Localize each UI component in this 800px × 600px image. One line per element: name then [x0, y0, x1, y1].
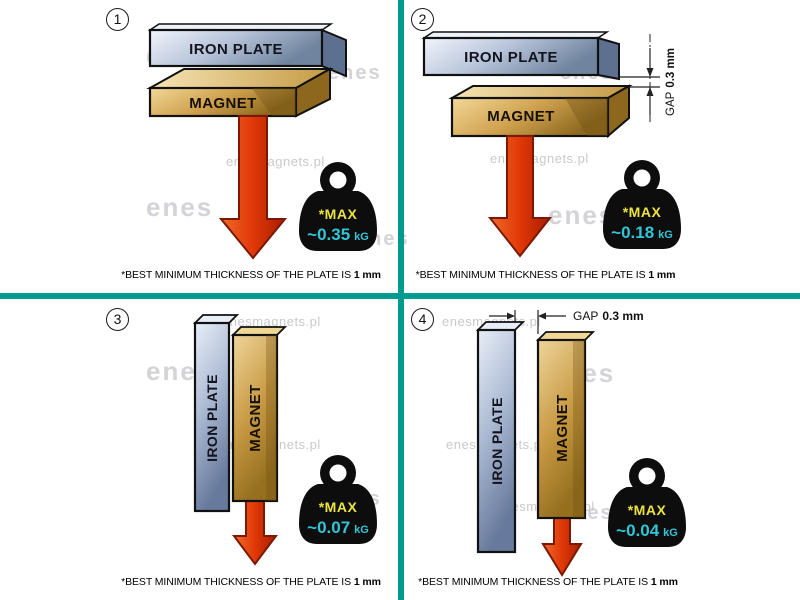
magnet: MAGNET: [448, 84, 633, 139]
iron-plate-label: IRON PLATE: [489, 397, 505, 485]
caption-text: *BEST MINIMUM THICKNESS OF THE PLATE IS: [121, 576, 351, 588]
caption: *BEST MINIMUM THICKNESS OF THE PLATE IS …: [95, 269, 407, 281]
caption-text: *BEST MINIMUM THICKNESS OF THE PLATE IS: [415, 269, 646, 281]
caption: *BEST MINIMUM THICKNESS OF THE PLATE IS …: [403, 576, 693, 588]
divider-vertical: [398, 0, 404, 600]
weight-max-label: *MAX: [319, 499, 358, 515]
weight-handle-hole: [329, 464, 347, 482]
caption: *BEST MINIMUM THICKNESS OF THE PLATE IS …: [95, 576, 407, 588]
iron-plate: IRON PLATE: [147, 23, 347, 78]
panel-2: IRON PLATE MAGNET GAP0.3 mm: [403, 0, 800, 293]
caption: *BEST MINIMUM THICKNESS OF THE PLATE IS …: [403, 269, 688, 281]
panel-2-art: IRON PLATE MAGNET GAP0.3 mm: [421, 31, 681, 258]
watermark-logo: enes: [548, 200, 616, 230]
watermark-logo: enes: [146, 192, 214, 222]
iron-plate-label: IRON PLATE: [189, 41, 283, 58]
weight-max-label: *MAX: [628, 502, 667, 518]
panel-number: 1: [106, 8, 129, 31]
pull-arrow: [541, 517, 583, 577]
weight-body: [299, 484, 377, 544]
pull-arrow: [232, 500, 278, 566]
weight-body: [603, 189, 681, 249]
iron-plate: IRON PLATE: [192, 314, 240, 513]
magnet-label: MAGNET: [554, 394, 571, 461]
magnet-label: MAGNET: [247, 384, 264, 451]
iron-plate-label: IRON PLATE: [204, 374, 220, 462]
weight-handle-hole: [638, 467, 656, 485]
caption-bold: 1 mm: [648, 269, 676, 281]
magnet-label: MAGNET: [487, 108, 554, 125]
pull-arrow: [218, 115, 288, 260]
magnet: MAGNET: [535, 331, 596, 520]
weight-handle-hole: [329, 171, 347, 189]
dim-arrow-down: [646, 68, 654, 77]
watermark-site: enesmagnets.pl: [222, 314, 321, 329]
weight-body: [608, 487, 686, 547]
panel-number: 2: [411, 8, 434, 31]
caption-bold: 1 mm: [353, 576, 381, 588]
caption-bold: 1 mm: [650, 576, 678, 588]
iron-plate: IRON PLATE: [421, 31, 620, 81]
weight-handle-hole: [633, 169, 651, 187]
caption-text: *BEST MINIMUM THICKNESS OF THE PLATE IS: [121, 269, 351, 281]
magnet-label: MAGNET: [189, 95, 256, 112]
weight-max-label: *MAX: [623, 204, 662, 220]
magnet: MAGNET: [230, 326, 288, 503]
weight-max-label: *MAX: [319, 206, 358, 222]
dim-arrow-up: [646, 87, 654, 96]
divider-horizontal: [0, 293, 800, 299]
iron-plate: IRON PLATE: [475, 321, 526, 554]
caption-text: *BEST MINIMUM THICKNESS OF THE PLATE IS: [418, 576, 648, 588]
dim-arrow-right: [507, 312, 515, 320]
weight-body: [299, 191, 377, 251]
iron-plate-label: IRON PLATE: [464, 49, 558, 66]
gap-label: GAP0.3 mm: [665, 48, 677, 116]
magnet: MAGNET: [146, 67, 334, 118]
caption-bold: 1 mm: [353, 269, 381, 281]
panel-number: 3: [106, 308, 129, 331]
dim-arrow-left: [538, 312, 546, 320]
panel-number: 4: [411, 308, 434, 331]
pull-arrow: [487, 135, 553, 258]
